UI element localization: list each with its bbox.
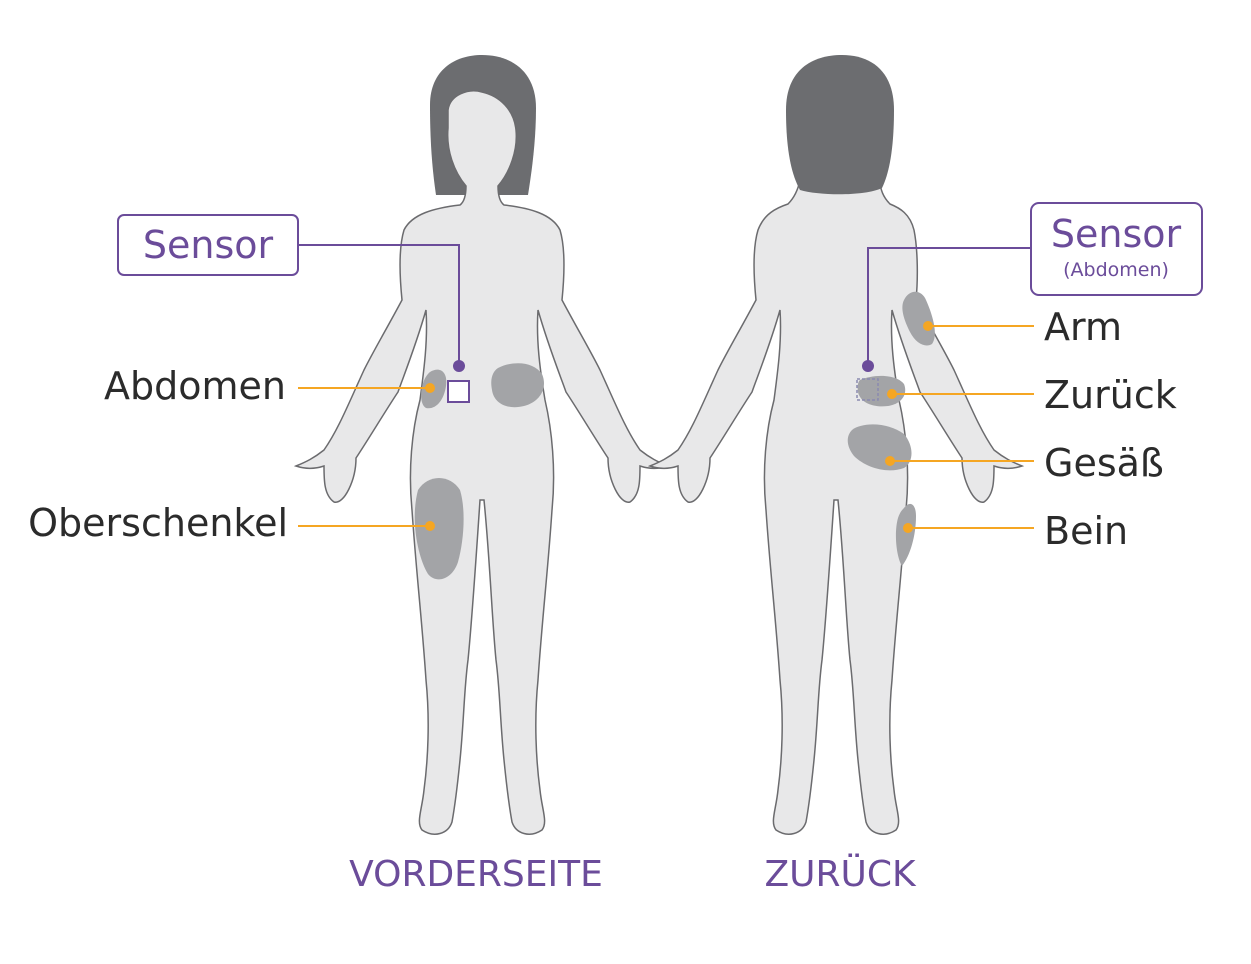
back-arm-dot <box>923 321 933 331</box>
back-caption: ZURÜCK <box>764 853 917 895</box>
front-thigh-label: Oberschenkel <box>28 501 288 545</box>
front-body <box>293 90 671 835</box>
back-arm-label: Arm <box>1044 305 1122 349</box>
front-abdomen-label: Abdomen <box>104 364 286 408</box>
front-abdomen-dot <box>425 383 435 393</box>
back-back-label: Zurück <box>1044 373 1177 417</box>
back-back-dot <box>887 389 897 399</box>
back-sensor-label: Sensor <box>1051 212 1182 256</box>
front-sensor-box <box>117 214 299 276</box>
front-figure <box>293 55 671 835</box>
back-leg-dot <box>903 523 913 533</box>
back-sensor-sublabel: (Abdomen) <box>1063 259 1169 281</box>
back-buttock-label: Gesäß <box>1044 441 1164 485</box>
front-sensor-label: Sensor <box>143 223 274 267</box>
front-sensor-square <box>447 380 470 403</box>
back-leg-zone <box>895 503 916 566</box>
back-arm-zone <box>902 291 935 346</box>
back-sensor-leader <box>867 247 1031 366</box>
front-sensor-leader <box>299 244 460 366</box>
front-thigh-dot <box>425 521 435 531</box>
front-abdomen-right-zone <box>491 363 544 408</box>
back-buttock-zone <box>847 424 912 471</box>
front-thigh-zone <box>414 478 464 580</box>
back-body <box>647 179 1025 835</box>
back-figure <box>647 55 1034 835</box>
back-sensor-square <box>856 378 879 401</box>
back-buttock-dot <box>885 456 895 466</box>
back-leg-label: Bein <box>1044 509 1128 553</box>
back-hair <box>786 55 894 195</box>
back-sensor-box <box>1030 202 1203 296</box>
front-caption: VORDERSEITE <box>349 854 603 895</box>
